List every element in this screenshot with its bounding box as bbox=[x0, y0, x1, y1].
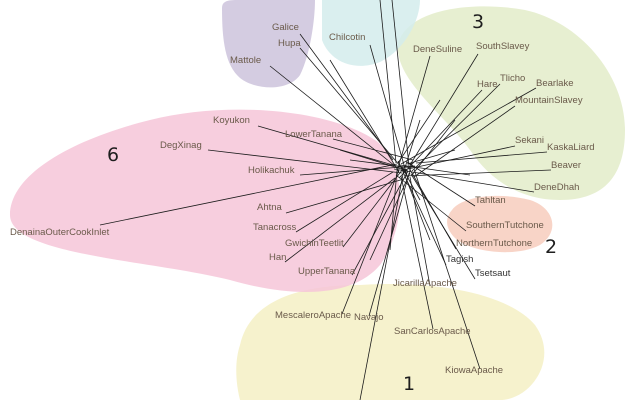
edge-kaskaliard bbox=[415, 151, 548, 164]
label-holikachuk: Holikachuk bbox=[248, 165, 295, 176]
label-lowertanana: LowerTanana bbox=[285, 129, 343, 140]
edge-spoke bbox=[359, 168, 405, 400]
edge-denainaoutercookinlet bbox=[99, 163, 398, 226]
edge-spoke bbox=[406, 149, 456, 165]
edge-han bbox=[284, 177, 396, 263]
group-blob-3 bbox=[397, 6, 625, 200]
group-blob-purple bbox=[222, 0, 315, 88]
group-number-2: 2 bbox=[545, 236, 557, 258]
edge-sancarlosapache bbox=[400, 175, 434, 330]
label-tagish: Tagish bbox=[446, 254, 473, 265]
edge-spoke bbox=[411, 119, 456, 176]
edge-hare bbox=[398, 89, 483, 179]
edge-spoke bbox=[329, 59, 400, 173]
group-blob-1 bbox=[236, 284, 545, 400]
label-kiowaapache: KiowaApache bbox=[445, 365, 503, 376]
edge-spoke bbox=[339, 149, 409, 172]
edge-lowertanana bbox=[332, 138, 414, 161]
label-beaver: Beaver bbox=[551, 160, 581, 171]
edge-spoke bbox=[389, 169, 398, 251]
label-sekani: Sekani bbox=[515, 135, 544, 146]
label-northerntutchone: NorthernTutchone bbox=[456, 238, 532, 249]
edge-spoke bbox=[397, 99, 441, 164]
group-number-6: 6 bbox=[107, 144, 119, 166]
label-mattole: Mattole bbox=[230, 55, 261, 66]
edge-jicarillaapache bbox=[409, 176, 431, 287]
label-jicarillaapache: JicarillaApache bbox=[393, 278, 457, 289]
label-mescaleroapache: MescaleroApache bbox=[275, 310, 351, 321]
label-chilcotin: Chilcotin bbox=[329, 32, 365, 43]
edge-sekani bbox=[402, 145, 516, 171]
label-hare: Hare bbox=[477, 79, 498, 90]
label-tanacross: Tanacross bbox=[253, 222, 297, 233]
label-kaskaliard: KaskaLiard bbox=[547, 142, 595, 153]
label-bearlake: Bearlake bbox=[536, 78, 574, 89]
edge-mountainslavey bbox=[413, 105, 516, 178]
group-blob-2 bbox=[447, 195, 553, 253]
edge-spoke bbox=[369, 172, 411, 261]
label-gwichinteetlit: GwichinTeetlit bbox=[285, 238, 344, 249]
label-tlicho: Tlicho bbox=[500, 73, 525, 84]
edge-mattole bbox=[269, 65, 396, 167]
edge-ahtna bbox=[285, 178, 405, 214]
edge-uppertanana bbox=[351, 170, 409, 276]
edge-spoke bbox=[391, 0, 410, 167]
group-blob-cyan bbox=[322, 0, 420, 66]
label-degxinag: DegXinag bbox=[160, 140, 202, 151]
label-denedhah: DeneDhah bbox=[534, 182, 579, 193]
edge-spoke bbox=[404, 175, 431, 241]
label-sancarlosapache: SanCarlosApache bbox=[394, 326, 471, 337]
label-tahltan: Tahltan bbox=[475, 195, 506, 206]
edge-spoke bbox=[349, 159, 414, 169]
label-denainaoutercookinlet: DenainaOuterCookInlet bbox=[10, 227, 110, 238]
edge-tahltan bbox=[406, 161, 476, 207]
group-blob-6 bbox=[10, 109, 400, 292]
label-galice: Galice bbox=[272, 22, 299, 33]
edge-kiowaapache bbox=[413, 168, 481, 370]
label-denesuline: DeneSuline bbox=[413, 44, 462, 55]
label-han: Han bbox=[269, 252, 286, 263]
label-tsetsaut: Tsetsaut bbox=[475, 268, 511, 279]
edge-spoke bbox=[379, 0, 397, 164]
edge-tanacross bbox=[295, 171, 394, 233]
label-uppertanana: UpperTanana bbox=[298, 266, 356, 277]
edge-spoke bbox=[401, 166, 421, 201]
group-number-1: 1 bbox=[403, 373, 415, 395]
network-edges bbox=[99, 0, 552, 400]
edge-southslavey bbox=[409, 53, 479, 166]
label-ahtna: Ahtna bbox=[257, 202, 283, 213]
edge-hupa bbox=[299, 47, 407, 174]
edge-mescaleroapache bbox=[341, 169, 400, 315]
edge-bearlake bbox=[400, 87, 537, 165]
label-mountainslavey: MountainSlavey bbox=[515, 95, 583, 106]
group-number-3: 3 bbox=[472, 11, 484, 33]
label-koyukon: Koyukon bbox=[213, 115, 250, 126]
edge-spoke bbox=[402, 119, 421, 175]
label-hupa: Hupa bbox=[278, 38, 301, 49]
label-southslavey: SouthSlavey bbox=[476, 41, 530, 52]
edge-southerntutchone bbox=[395, 174, 467, 232]
label-southerntutchone: SouthernTutchone bbox=[466, 220, 544, 231]
label-navajo: Navajo bbox=[354, 312, 384, 323]
edge-denesuline bbox=[396, 55, 431, 173]
edge-spoke bbox=[399, 164, 471, 176]
edge-koyukon bbox=[257, 125, 401, 168]
edge-denedhah bbox=[393, 168, 535, 193]
